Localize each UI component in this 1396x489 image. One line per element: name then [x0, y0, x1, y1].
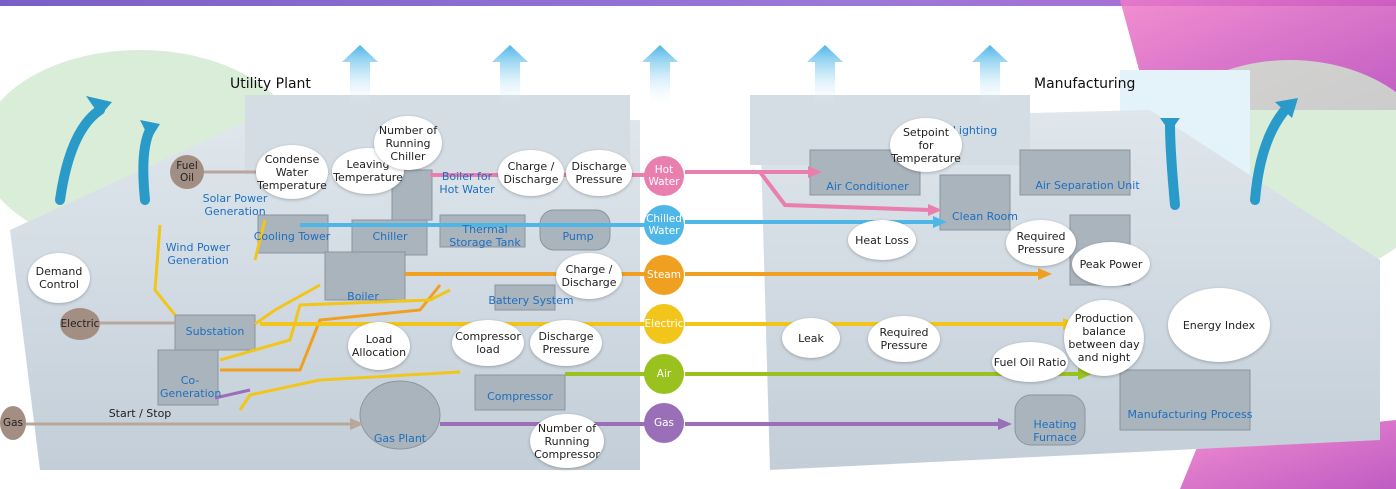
required-pressure-bubble-1[interactable]: Required Pressure [1006, 220, 1076, 266]
top-bar [0, 0, 1396, 6]
battery-system-label[interactable]: Battery System [488, 294, 574, 307]
fuel-oil-source[interactable]: Fuel Oil [170, 155, 204, 189]
load-allocation-bubble[interactable]: Load Allocation [348, 322, 410, 370]
compressor-label[interactable]: Compressor [487, 390, 553, 403]
clean-room-label[interactable]: Clean Room [951, 210, 1019, 223]
electric-node[interactable]: Electric [644, 304, 684, 344]
wind-power-label[interactable]: Wind Power Generation [165, 241, 231, 267]
compressor-load-bubble[interactable]: Compressor load [452, 320, 524, 366]
steam-node[interactable]: Steam [644, 255, 684, 295]
gas-plant-label[interactable]: Gas Plant [373, 432, 427, 445]
running-chiller-bubble[interactable]: Number of Running Chiller [374, 116, 442, 170]
production-balance-bubble[interactable]: Production balance between day and night [1064, 300, 1144, 376]
manufacturing-process-label[interactable]: Manufacturing Process [1127, 408, 1253, 421]
required-pressure-bubble-2[interactable]: Required Pressure [868, 316, 940, 362]
air-separation-label[interactable]: Air Separation Unit [1035, 179, 1140, 192]
gas-node[interactable]: Gas [644, 403, 684, 443]
chilled-water-node[interactable]: Chilled Water [644, 205, 684, 245]
chiller-label[interactable]: Chiller [372, 230, 408, 243]
cooling-tower-label[interactable]: Cooling Tower [253, 230, 331, 243]
start-stop-label[interactable]: Start / Stop [108, 407, 172, 420]
air-conditioner-label[interactable]: Air Conditioner [826, 180, 909, 193]
leak-bubble[interactable]: Leak [782, 318, 840, 358]
heating-furnace-label[interactable]: Heating Furnace [1033, 418, 1077, 444]
condense-water-temp-bubble[interactable]: Condense Water Temperature [256, 145, 328, 199]
charge-discharge-bubble-2[interactable]: Charge / Discharge [556, 253, 622, 299]
manufacturing-title: Manufacturing [1034, 76, 1136, 92]
thermal-storage-label[interactable]: Thermal Storage Tank [449, 223, 521, 249]
upward-arrows [342, 45, 1008, 105]
running-compressor-bubble[interactable]: Number of Running Compressor [530, 414, 604, 468]
curved-arrowheads [86, 96, 1298, 140]
fuel-oil-ratio-bubble[interactable]: Fuel Oil Ratio [992, 342, 1068, 382]
lighting-label[interactable]: Lighting [952, 124, 998, 137]
discharge-pressure-bubble-1[interactable]: Discharge Pressure [566, 150, 632, 196]
peak-power-bubble[interactable]: Peak Power [1072, 242, 1150, 286]
setpoint-temp-bubble[interactable]: Setpoint for Temperature [890, 118, 962, 172]
hot-water-node[interactable]: Hot Water [644, 156, 684, 196]
utility-plant-title: Utility Plant [230, 76, 311, 92]
gas-source[interactable]: Gas [0, 406, 26, 440]
electric-source[interactable]: Electric [60, 308, 100, 340]
charge-discharge-bubble-1[interactable]: Charge / Discharge [498, 150, 564, 196]
energy-index-bubble[interactable]: Energy Index [1168, 288, 1270, 362]
co-generation-label[interactable]: Co- Generation [160, 374, 222, 400]
demand-control-bubble[interactable]: Demand Control [28, 253, 90, 303]
air-node[interactable]: Air [644, 354, 684, 394]
discharge-pressure-bubble-2[interactable]: Discharge Pressure [530, 320, 602, 366]
boiler-label[interactable]: Boiler [347, 290, 379, 303]
feed-lines [20, 170, 461, 426]
substation-label[interactable]: Substation [185, 325, 245, 338]
heat-loss-bubble[interactable]: Heat Loss [848, 220, 916, 260]
solar-power-label[interactable]: Solar Power Generation [202, 192, 268, 218]
boiler-hot-water-label[interactable]: Boiler for Hot Water [439, 170, 495, 196]
pump-label[interactable]: Pump [562, 230, 594, 243]
